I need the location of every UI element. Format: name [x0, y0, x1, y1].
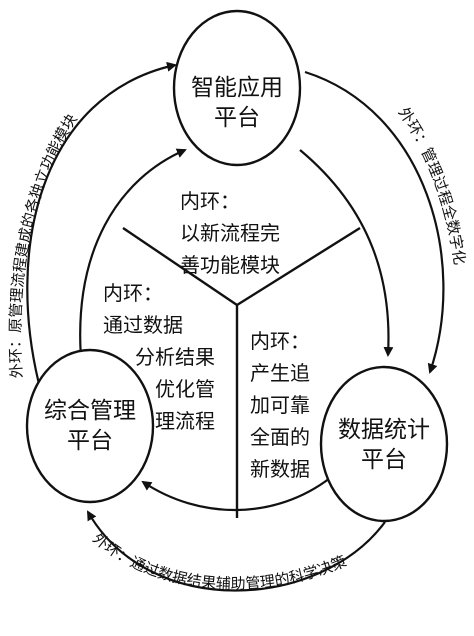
node-right-line-2: 平台 — [361, 447, 407, 473]
inner-loop-top-text: 内环： 以新流程完 善功能模块 — [180, 189, 280, 277]
outer-loop-bottom-textpath: 外环：通过数据结果辅助管理的科学决策 — [89, 529, 349, 593]
divider-left — [122, 227, 238, 306]
divider-right — [236, 226, 361, 307]
node-data-statistics-platform: 数据统计 平台 — [319, 365, 449, 523]
inner-left-line-1: 内环： — [103, 281, 163, 305]
inner-top-line-2: 以新流程完 — [180, 221, 280, 245]
inner-left-line-2: 通过数据 — [103, 313, 183, 337]
outer-loop-right-textpath: 外环：管理过程全数字化 — [395, 104, 469, 266]
node-left-line-2: 平台 — [67, 428, 113, 454]
outer-arc-right — [304, 70, 445, 374]
inner-left-line-3: 分析结果 — [135, 345, 215, 369]
inner-right-line-2: 产生追 — [250, 361, 310, 385]
inner-arc-top-to-right — [299, 149, 394, 357]
inner-left-line-4: 优化管 — [155, 377, 215, 401]
outer-loop-right-text: 外环：管理过程全数字化 — [395, 104, 469, 266]
node-top-line-2: 平台 — [214, 105, 260, 131]
outer-arc-bottom — [87, 510, 386, 592]
inner-loop-left-text: 内环： 通过数据 分析结果 优化管 理流程 — [103, 281, 215, 433]
node-left-line-1: 综合管理 — [44, 398, 136, 424]
node-right-line-1: 数据统计 — [338, 417, 430, 443]
inner-arc-left-to-top — [79, 148, 187, 371]
inner-top-line-3: 善功能模块 — [180, 253, 280, 277]
inner-right-line-4: 全面的 — [250, 425, 310, 449]
node-integrated-management-platform: 综合管理 平台 — [25, 348, 155, 504]
inner-right-line-3: 加可靠 — [250, 393, 310, 417]
inner-right-line-1: 内环： — [250, 329, 310, 353]
outer-arc-left — [26, 61, 177, 389]
node-top-line-1: 智能应用 — [191, 75, 283, 101]
inner-left-line-5: 理流程 — [155, 409, 215, 433]
inner-top-line-1: 内环： — [180, 189, 240, 213]
outer-loop-left-text: 外环：原管理流程建成的各独立功能模块 — [6, 111, 80, 379]
outer-loop-bottom-text: 外环：通过数据结果辅助管理的科学决策 — [89, 529, 349, 593]
inner-loop-right-text: 内环： 产生追 加可靠 全面的 新数据 — [250, 329, 310, 481]
outer-loop-left-textpath: 外环：原管理流程建成的各独立功能模块 — [6, 111, 80, 379]
inner-right-line-5: 新数据 — [250, 457, 310, 481]
node-smart-application-platform: 智能应用 平台 — [172, 9, 302, 167]
